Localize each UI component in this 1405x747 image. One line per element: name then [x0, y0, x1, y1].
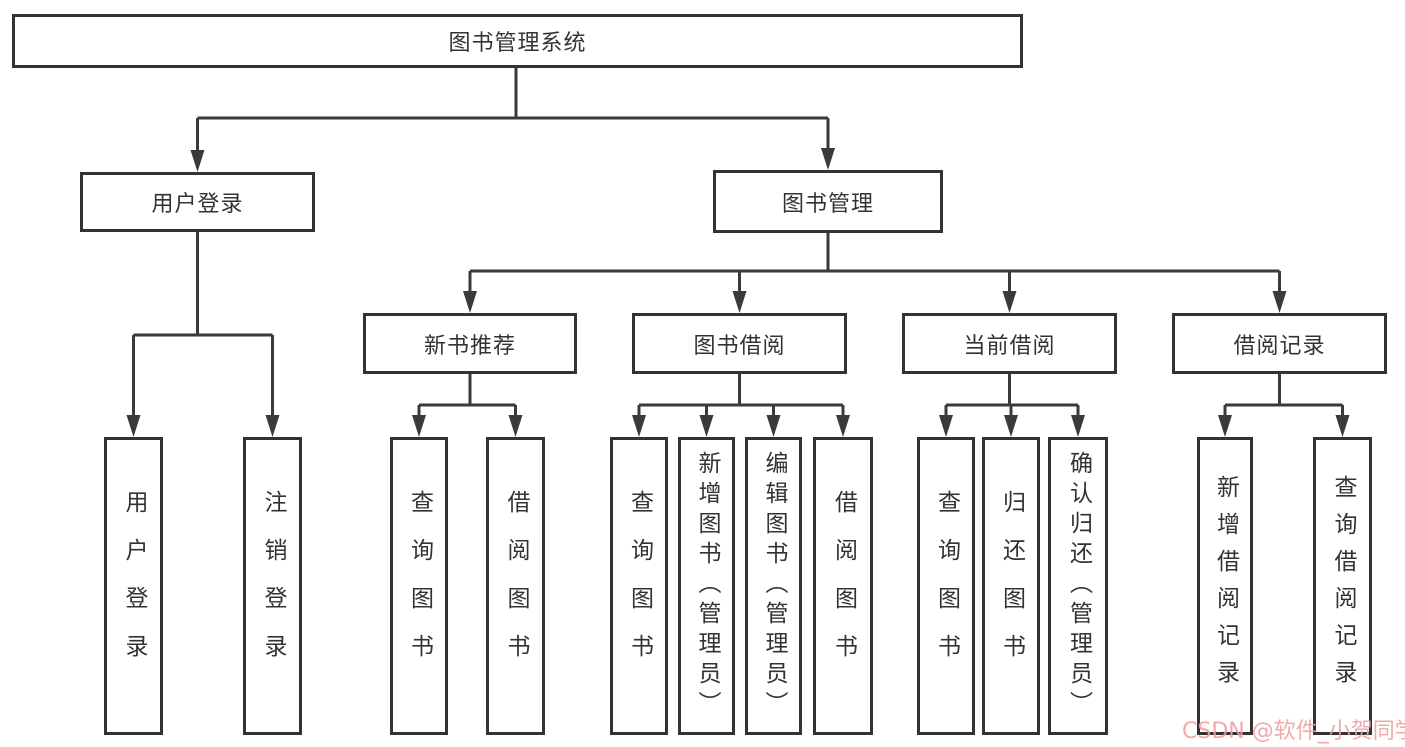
node-leaf-query-books-1: 查询图书	[390, 437, 448, 735]
node-label: 用户登录	[121, 490, 147, 682]
node-label: 借阅记录	[1233, 333, 1326, 359]
node-label: 查询图书	[626, 490, 653, 682]
watermark-text: CSDN @软件_小贺同学	[1182, 719, 1405, 744]
node-label: 查询图书	[933, 490, 960, 682]
node-label: 图书管理	[781, 191, 874, 217]
connector-lines	[132, 68, 1344, 419]
node-leaf-user-login: 用户登录	[104, 437, 163, 735]
arrowheads	[126, 148, 1350, 437]
node-leaf-add-books-admin: 新增图书（管理员）	[678, 437, 735, 735]
node-user-login: 用户登录	[80, 172, 315, 232]
node-leaf-borrow-books-2: 借阅图书	[813, 437, 873, 735]
node-label: 编辑图书（管理员）	[761, 451, 787, 721]
node-label: 用户登录	[151, 192, 244, 217]
node-leaf-return-books: 归还图书	[982, 437, 1040, 735]
node-label: 查询图书	[406, 490, 433, 682]
node-label: 新书推荐	[423, 333, 516, 359]
node-borrow-records: 借阅记录	[1172, 313, 1387, 374]
node-current-borrow: 当前借阅	[902, 313, 1117, 374]
node-label: 新增借阅记录	[1212, 475, 1239, 697]
node-leaf-borrow-books-1: 借阅图书	[486, 437, 545, 735]
node-leaf-add-borrow-record: 新增借阅记录	[1197, 437, 1253, 735]
node-label: 注销登录	[260, 490, 286, 682]
node-label: 当前借阅	[963, 333, 1056, 359]
node-leaf-query-borrow-record: 查询借阅记录	[1313, 437, 1372, 735]
node-label: 图书管理系统	[448, 31, 587, 56]
node-leaf-query-books-2: 查询图书	[610, 437, 668, 735]
node-label: 借阅图书	[503, 490, 529, 682]
node-leaf-logout: 注销登录	[243, 437, 302, 735]
node-leaf-query-books-3: 查询图书	[917, 437, 975, 735]
node-leaf-confirm-return-admin: 确认归还（管理员）	[1048, 437, 1108, 735]
node-label: 归还图书	[998, 490, 1025, 682]
node-new-book-recommend: 新书推荐	[363, 313, 577, 374]
node-label: 图书借阅	[693, 333, 786, 359]
node-label: 确认归还（管理员）	[1065, 451, 1092, 721]
node-label: 借阅图书	[830, 490, 857, 682]
node-label: 查询借阅记录	[1330, 475, 1356, 697]
node-book-borrow: 图书借阅	[632, 313, 847, 374]
node-book-management: 图书管理	[713, 170, 943, 233]
node-leaf-edit-books-admin: 编辑图书（管理员）	[745, 437, 802, 735]
node-label: 新增图书（管理员）	[694, 451, 720, 721]
node-root: 图书管理系统	[12, 14, 1023, 68]
